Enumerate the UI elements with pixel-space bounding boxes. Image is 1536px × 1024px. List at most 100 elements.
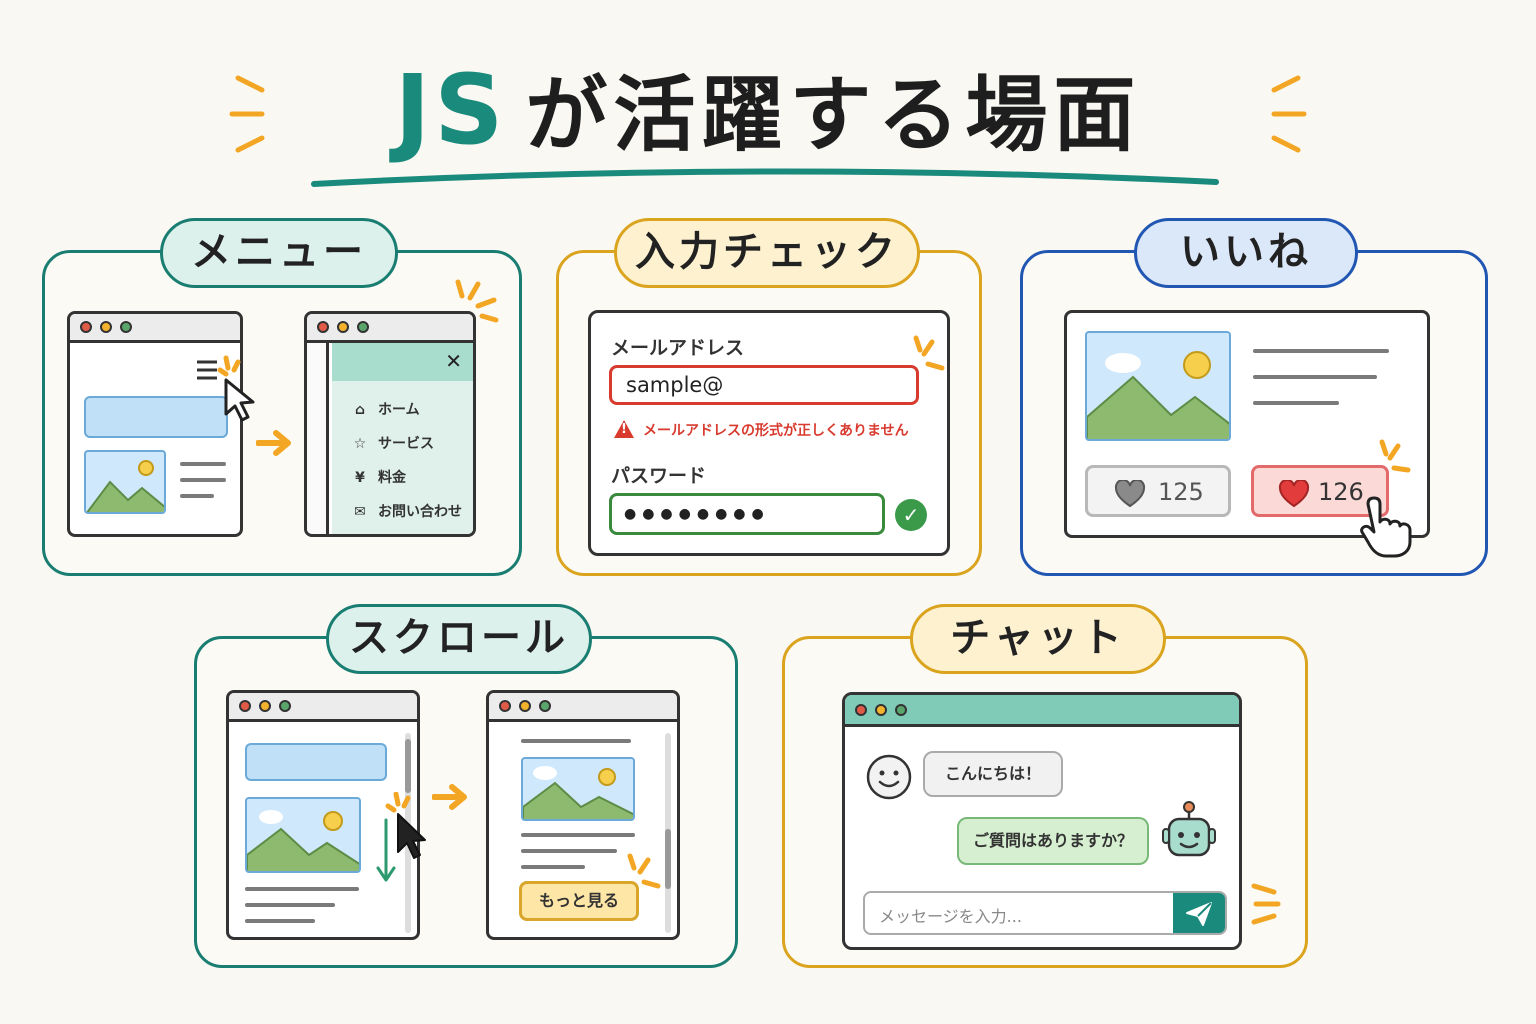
scroll-before-window — [226, 690, 420, 940]
minimize-dot — [337, 321, 349, 333]
like-count: 126 — [1318, 478, 1364, 506]
sparkle-icon — [455, 279, 499, 323]
mail-icon: ✉ — [354, 504, 366, 520]
maximize-dot — [120, 321, 132, 333]
star-icon: ☆ — [353, 436, 367, 452]
send-button[interactable] — [1173, 893, 1225, 933]
show-more-button[interactable]: もっと見る — [519, 881, 639, 921]
minimize-dot — [259, 700, 271, 712]
minimize-dot — [875, 704, 887, 716]
window-titlebar — [70, 314, 240, 343]
menu-item-label: サービス — [378, 436, 434, 452]
robot-icon — [1162, 801, 1216, 857]
scroll-panel-label: スクロール — [326, 604, 592, 674]
warning-icon: ! — [613, 419, 635, 439]
send-icon — [1186, 902, 1212, 926]
sparkle-icon — [913, 335, 945, 371]
email-label: メールアドレス — [611, 337, 745, 359]
text-line — [1253, 375, 1377, 379]
minimize-dot — [100, 321, 112, 333]
password-input[interactable]: ●●●●●●●● — [609, 493, 885, 535]
window-titlebar — [489, 693, 677, 722]
text-line — [521, 849, 617, 853]
text-line — [245, 887, 359, 891]
text-line — [521, 865, 585, 869]
maximize-dot — [279, 700, 291, 712]
warning-glyph: ! — [621, 422, 627, 437]
sparkle-icon — [627, 853, 661, 889]
like-button-after[interactable]: 126 — [1251, 465, 1389, 517]
close-dot — [499, 700, 511, 712]
minimize-dot — [519, 700, 531, 712]
text-line — [180, 478, 226, 482]
title-decoration — [229, 75, 1307, 187]
heart-filled-icon — [1278, 480, 1310, 508]
close-dot — [80, 321, 92, 333]
cursor-icon — [217, 355, 255, 422]
menu-item-service[interactable]: ☆ サービス — [350, 433, 434, 453]
scrollbar-thumb[interactable] — [405, 739, 411, 793]
content-block — [84, 396, 228, 438]
password-label: パスワード — [611, 465, 707, 487]
close-dot — [239, 700, 251, 712]
arrow-right-icon — [256, 430, 291, 456]
window-titlebar — [229, 693, 417, 722]
user-message-bubble: こんにちは！ — [923, 751, 1063, 797]
text-line — [521, 739, 631, 743]
scrollbar-track[interactable] — [665, 733, 671, 933]
maximize-dot — [895, 704, 907, 716]
like-count: 125 — [1158, 478, 1204, 506]
chat-window: こんにちは！ ご質問はありますか？ メッセージを入力... — [842, 692, 1242, 950]
menu-item-price[interactable]: ¥料金 — [350, 467, 406, 487]
menu-item-label: ホーム — [378, 402, 420, 418]
heart-outline-icon — [1114, 480, 1146, 508]
message-input[interactable]: メッセージを入力... — [863, 891, 1227, 935]
drawer-header: ✕ — [332, 343, 473, 381]
input-check-panel-label: 入力チェック — [614, 218, 920, 288]
error-message: メールアドレスの形式が正しくありません — [643, 423, 909, 439]
close-icon[interactable]: ✕ — [445, 349, 462, 373]
check-icon: ✓ — [895, 499, 927, 531]
maximize-dot — [539, 700, 551, 712]
email-input[interactable]: sample@ — [609, 365, 919, 405]
menu-item-home[interactable]: ⌂ ホーム — [350, 399, 420, 419]
close-dot — [855, 704, 867, 716]
like-panel-label: いいね — [1134, 218, 1358, 288]
title-rest: が活躍する場面 — [525, 68, 1142, 163]
text-line — [180, 494, 214, 498]
text-line — [521, 833, 635, 837]
scroll-after-window: もっと見る — [486, 690, 680, 940]
title-sparkle-right — [1271, 75, 1307, 153]
user-avatar-icon — [866, 754, 912, 800]
window-titlebar — [307, 314, 473, 343]
home-icon: ⌂ — [354, 402, 366, 418]
text-line — [245, 903, 335, 907]
menu-after-window: ✕ ⌂ ホーム ☆ サービス ¥料金 ✉ お問い合わせ — [304, 311, 476, 537]
image-icon — [1085, 331, 1231, 441]
menu-before-window — [67, 311, 243, 537]
page-behind-menu — [307, 343, 329, 534]
text-line — [1253, 401, 1339, 405]
bot-message-bubble: ご質問はありますか？ — [957, 817, 1149, 865]
title-underline — [311, 168, 1219, 187]
form-window: メールアドレス sample@ ! メールアドレスの形式が正しくありません パス… — [588, 310, 950, 556]
sparkle-icon — [1251, 883, 1281, 925]
menu-item-label: お問い合わせ — [378, 504, 462, 520]
image-icon — [245, 797, 361, 873]
menu-panel-label: メニュー — [160, 218, 398, 288]
yen-icon: ¥ — [355, 470, 365, 486]
title-js: JS — [394, 54, 508, 166]
like-button-before[interactable]: 125 — [1085, 465, 1231, 517]
text-line — [245, 919, 315, 923]
menu-item-contact[interactable]: ✉ お問い合わせ — [350, 501, 462, 521]
image-icon — [84, 450, 166, 514]
title-sparkle-left — [229, 75, 265, 153]
hamburger-icon[interactable] — [195, 358, 221, 382]
chat-titlebar — [845, 695, 1239, 727]
close-dot — [317, 321, 329, 333]
content-block — [245, 743, 387, 781]
drawer-menu: ✕ ⌂ ホーム ☆ サービス ¥料金 ✉ お問い合わせ — [332, 343, 473, 534]
arrow-right-icon — [432, 784, 467, 810]
scrollbar-thumb[interactable] — [665, 829, 671, 889]
